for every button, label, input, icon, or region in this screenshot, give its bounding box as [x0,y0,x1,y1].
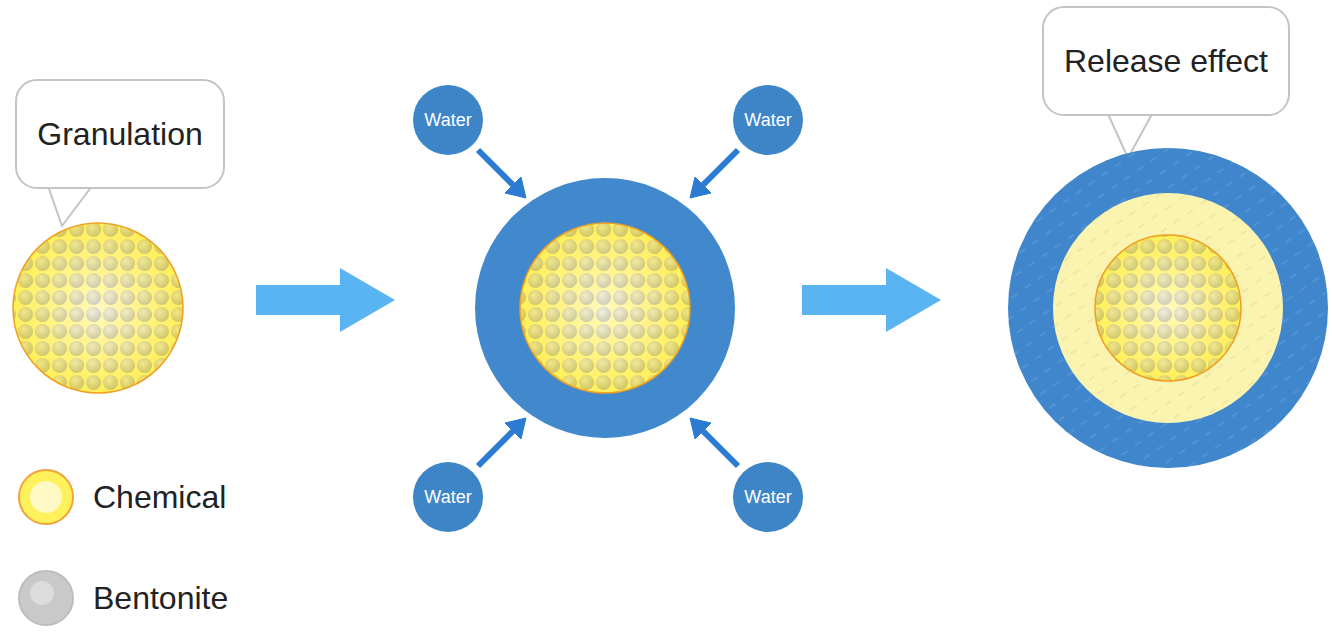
legend-text: Bentonite [93,580,228,617]
water-label: Water [744,110,791,131]
water-arrows [478,150,738,466]
process-arrow [802,268,941,332]
water-layer [1008,148,1328,468]
granule-outline [520,223,690,393]
water-circle: Water [413,462,483,532]
granule-glow [13,223,183,393]
granule-glow [520,223,690,393]
water-circle: Water [413,85,483,155]
released-chemical [1053,193,1283,423]
granule-outline [1095,235,1241,381]
water-circle: Water [733,85,803,155]
legend-row: Chemical [17,468,226,526]
granule [520,223,690,393]
callout-tail [48,186,92,226]
granule-outline [13,223,183,393]
callout-bubble: Granulation [15,79,224,189]
granule-glow [1095,235,1241,381]
water-label: Water [424,487,471,508]
callout-text: Granulation [37,116,202,153]
legend-swatch [17,468,75,526]
callout-bubble: Release effect [1042,6,1290,116]
callout-text: Release effect [1064,43,1268,80]
legend-text: Chemical [93,479,226,516]
legend-row: Bentonite [17,569,228,627]
water-circle: Water [733,462,803,532]
process-arrow [256,268,395,332]
granule [1095,235,1241,381]
water-label: Water [424,110,471,131]
granule [13,223,183,393]
water-layer [475,178,735,438]
legend-swatch [17,569,75,627]
water-label: Water [744,487,791,508]
